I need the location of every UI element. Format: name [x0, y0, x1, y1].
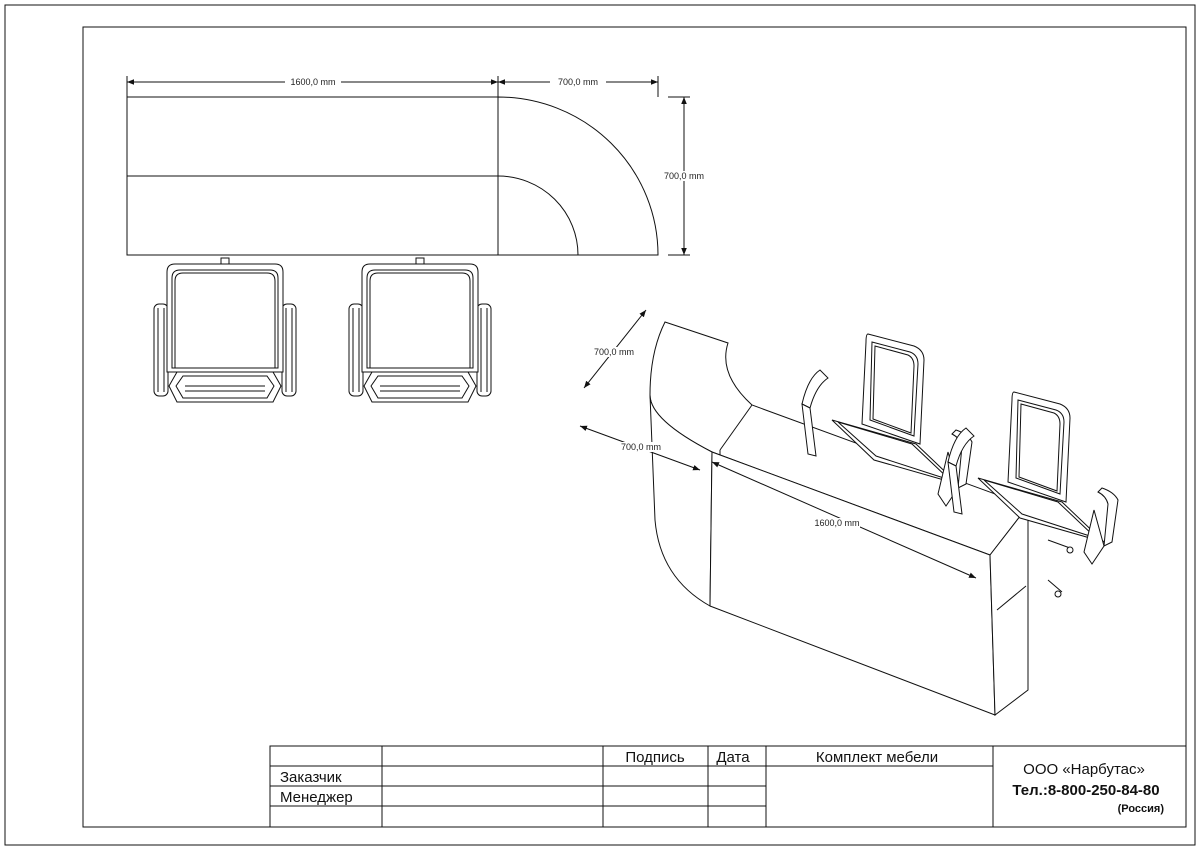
dim-label-width: 1600,0 mm	[290, 77, 335, 87]
tb-company-name: ООО «Нарбутас»	[1023, 761, 1145, 778]
chair-top-view-2	[348, 257, 492, 403]
iso-dim-label-depth: 700,0 mm	[594, 347, 634, 357]
tb-project-name: Комплект мебели	[816, 749, 938, 766]
tb-row-manager: Менеджер	[280, 789, 353, 806]
desk-corner-part	[497, 96, 659, 256]
tb-header-signature: Подпись	[625, 749, 685, 766]
tb-header-date: Дата	[716, 749, 750, 766]
top-view: 1600,0 mm 700,0 mm 700,0 mm	[126, 76, 708, 403]
iso-dim-label-corner-width: 700,0 mm	[621, 442, 661, 452]
dim-label-depth: 700,0 mm	[664, 171, 704, 181]
tb-row-customer: Заказчик	[280, 769, 342, 786]
iso-view: 700,0 mm 700,0 mm 1600,0 mm	[579, 309, 1119, 716]
title-block: Подпись Дата Комплект мебели Заказчик Ме…	[269, 745, 1187, 828]
tb-company-country: (Россия)	[1118, 803, 1165, 815]
iso-desk-end	[989, 504, 1029, 716]
iso-dim-label-length: 1600,0 mm	[814, 518, 859, 528]
dim-label-corner-width: 700,0 mm	[558, 77, 598, 87]
sheet-outer-border	[4, 4, 1196, 846]
chair-top-view-1	[153, 257, 297, 403]
tb-company-phone: Тел.:8-800-250-84-80	[1012, 782, 1159, 799]
